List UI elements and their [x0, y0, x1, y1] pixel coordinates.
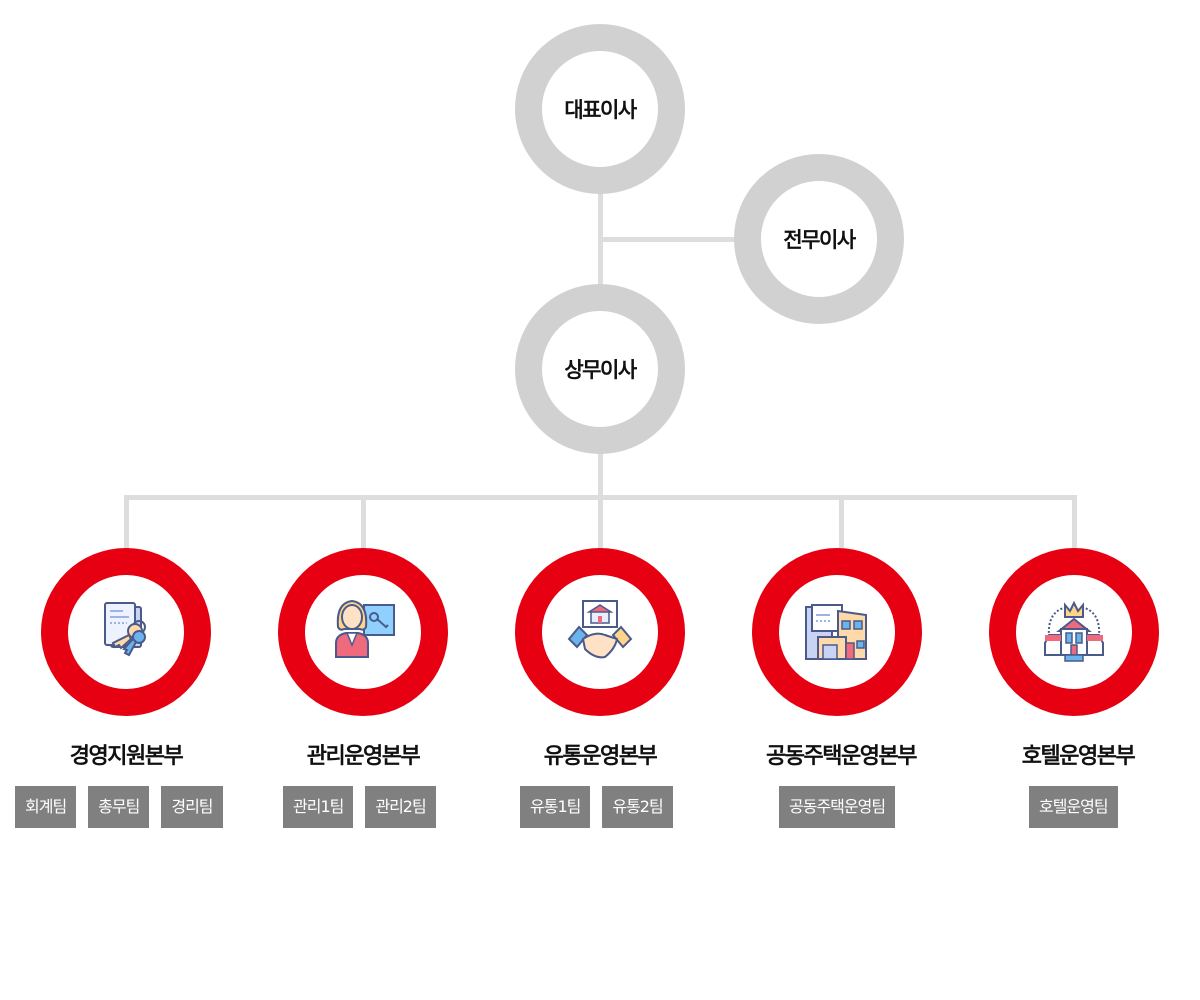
connector-div-1	[124, 495, 129, 550]
node-md: 상무이사	[515, 284, 685, 454]
node-senior-md: 전무이사	[734, 154, 904, 324]
team-badge: 경리팀	[161, 786, 223, 828]
node-ceo: 대표이사	[515, 24, 685, 194]
division-node-2	[278, 548, 448, 716]
connector-md-down	[598, 450, 603, 500]
agent-key-icon	[335, 599, 395, 658]
division-title-4: 공동주택운영본부	[766, 744, 917, 769]
team-badge: 공동주택운영팀	[779, 786, 896, 828]
connector-div-5	[1072, 495, 1077, 550]
connector-div-2	[361, 495, 366, 550]
division-node-1	[41, 548, 211, 716]
team-list-3: 유통1팀 유통2팀	[520, 786, 673, 828]
division-title-5: 호텔운영본부	[1021, 744, 1136, 769]
team-list-1: 회계팀 총무팀 경리팀	[15, 786, 223, 828]
team-badge: 총무팀	[88, 786, 150, 828]
team-list-2: 관리1팀 관리2팀	[283, 786, 436, 828]
division-node-4	[752, 548, 922, 716]
connector-senior-md	[600, 237, 740, 242]
connector-div-3	[598, 495, 603, 550]
team-badge: 관리1팀	[283, 786, 354, 828]
division-title-3: 유통운영본부	[543, 744, 658, 769]
node-ceo-label: 대표이사	[564, 98, 637, 122]
division-title-1: 경영지원본부	[69, 744, 184, 769]
handshake-house-icon	[567, 600, 633, 659]
house-document-icon	[805, 604, 867, 660]
node-md-label: 상무이사	[564, 358, 637, 382]
team-badge: 유통1팀	[520, 786, 591, 828]
division-node-3	[515, 548, 685, 716]
document-keys-icon	[104, 602, 146, 657]
team-list-4: 공동주택운영팀	[779, 786, 896, 828]
team-badge: 회계팀	[15, 786, 77, 828]
node-senior-md-label: 전무이사	[783, 228, 856, 252]
division-title-2: 관리운영본부	[306, 744, 421, 769]
team-list-5: 호텔운영팀	[1029, 786, 1118, 828]
division-node-5	[989, 548, 1159, 716]
connector-div-4	[839, 495, 844, 550]
team-badge: 유통2팀	[602, 786, 673, 828]
team-badge: 호텔운영팀	[1029, 786, 1118, 828]
hotel-crown-icon	[1044, 600, 1104, 662]
team-badge: 관리2팀	[365, 786, 436, 828]
